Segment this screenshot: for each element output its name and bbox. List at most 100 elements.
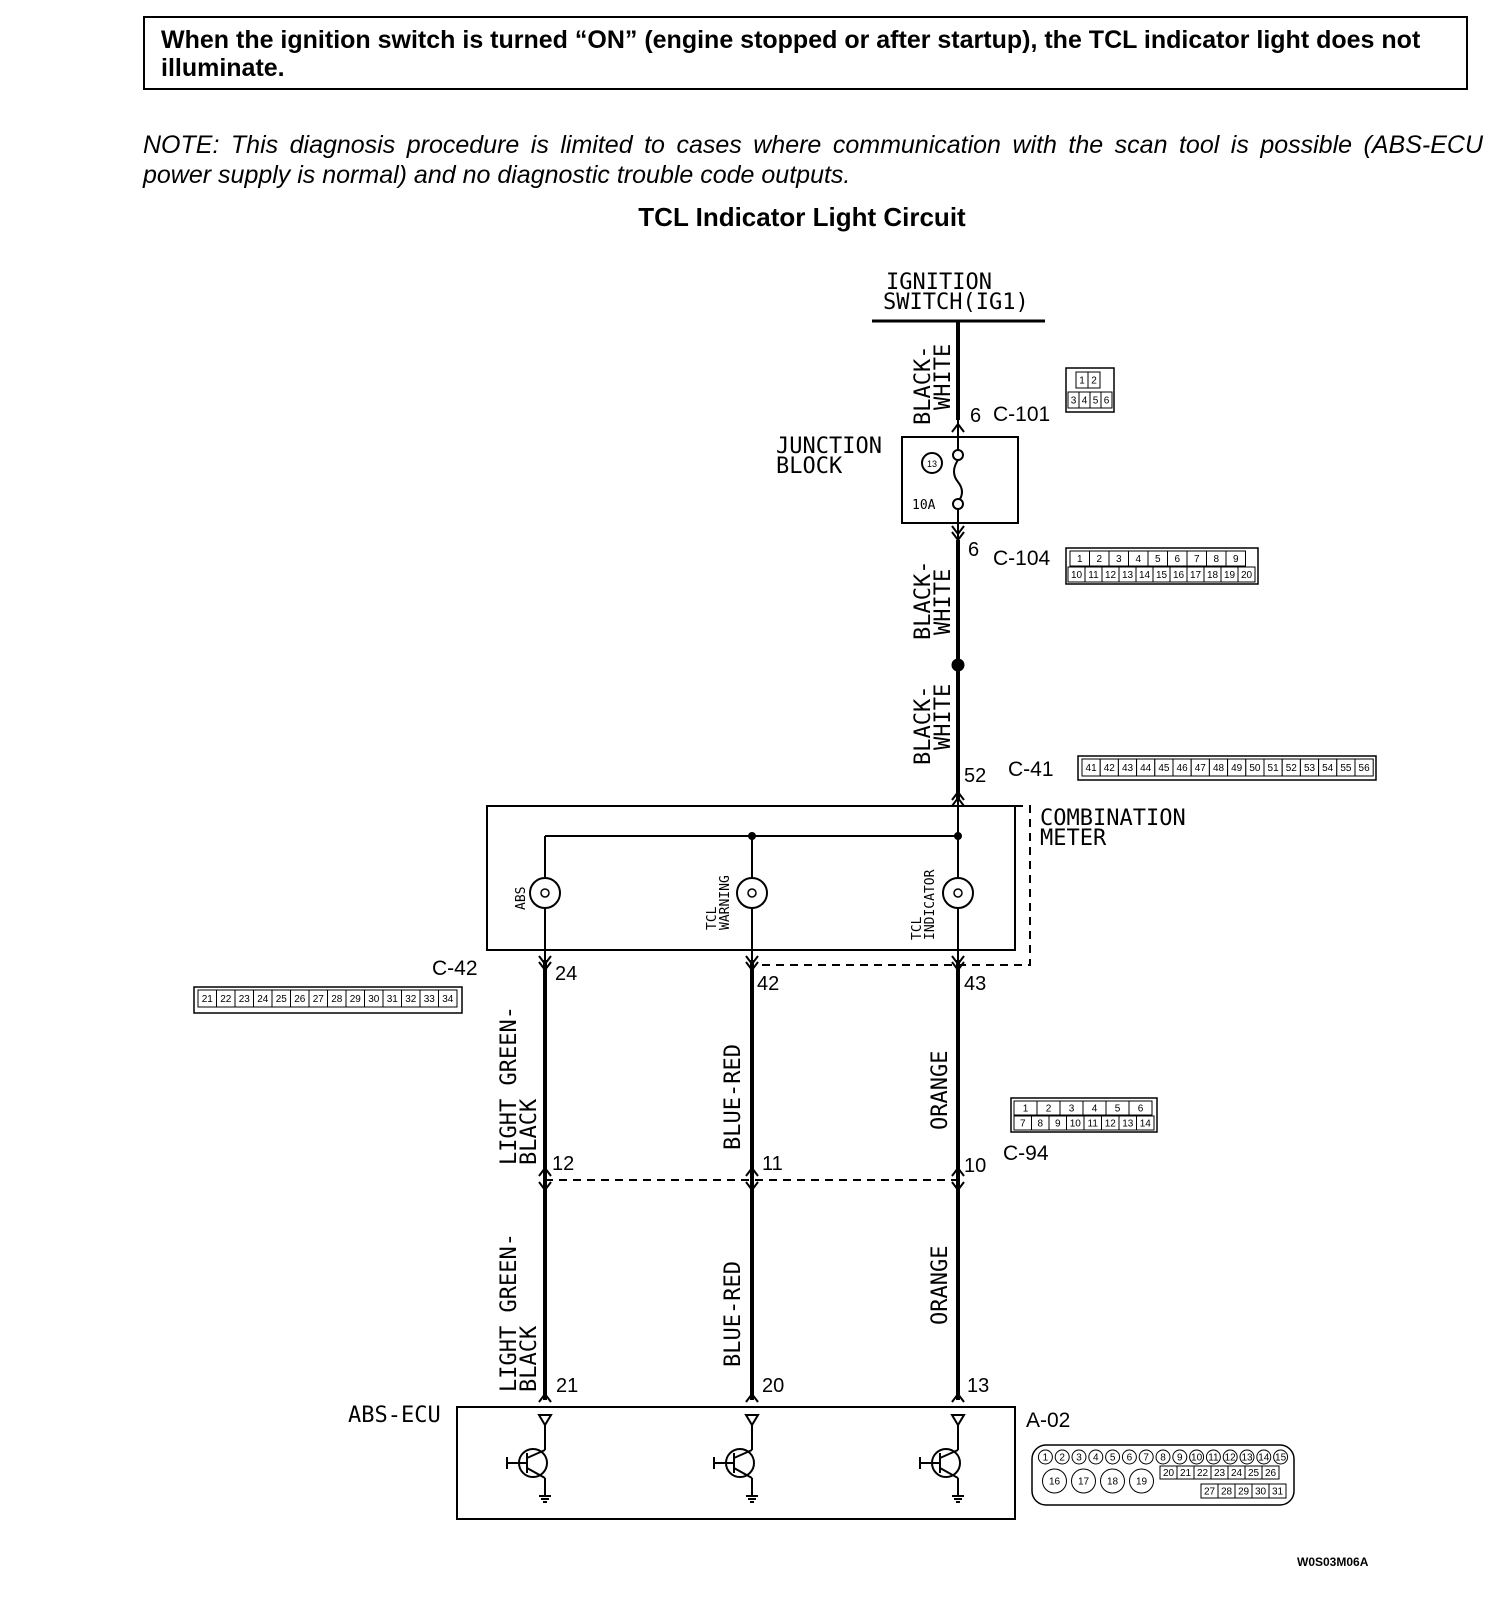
lamp-tcl-indicator-label-1: TCL [910, 916, 925, 940]
svg-text:48: 48 [1213, 763, 1225, 774]
pin-cell-c94_bottom-14: 14 [1136, 1115, 1155, 1131]
pin-cell-a02_top-6: 6 [1121, 1449, 1137, 1465]
pin-cell-a02_top-4: 4 [1088, 1449, 1104, 1465]
svg-text:23: 23 [1214, 1468, 1226, 1479]
ignition-label-2: SWITCH(IG1) [883, 290, 1029, 315]
svg-text:2: 2 [1059, 1453, 1065, 1464]
svg-text:53: 53 [1304, 763, 1316, 774]
pin-cell-c94_bottom-8: 8 [1031, 1115, 1050, 1131]
pin-cell-c41-45: 45 [1154, 758, 1174, 777]
svg-text:4: 4 [1092, 1104, 1098, 1115]
svg-text:11: 11 [1088, 1119, 1099, 1130]
svg-text:17: 17 [1190, 570, 1202, 581]
wire-label-lgb-1b: BLACK [517, 1098, 542, 1165]
pin-cell-c42-34: 34 [438, 989, 458, 1008]
wire-label-lgb-1a: LIGHT GREEN- [497, 1006, 522, 1165]
svg-text:5: 5 [1155, 554, 1161, 565]
pin-cell-c104_bottom-10: 10 [1067, 566, 1086, 583]
connector-c41: C-41 [1008, 758, 1054, 781]
pin-cell-a02_top-7: 7 [1138, 1449, 1154, 1465]
svg-text:21: 21 [202, 994, 214, 1005]
lamp-tcl-warning-label-1: TCL [705, 906, 720, 930]
pin-warn-mid: 11 [762, 1153, 783, 1175]
pin-cell-c41-56: 56 [1354, 758, 1374, 777]
wire-label-lgb-2a: LIGHT GREEN- [497, 1233, 522, 1392]
pin-cell-c42-31: 31 [382, 989, 402, 1008]
pin-c41: 52 [964, 765, 986, 787]
pin-c104: 6 [968, 539, 979, 561]
pin-cell-c101_top-1: 1 [1075, 371, 1089, 389]
svg-text:6: 6 [1138, 1104, 1144, 1115]
pin-cell-c104_bottom-13: 13 [1118, 566, 1137, 583]
svg-text:10: 10 [1070, 1119, 1082, 1130]
svg-text:11: 11 [1208, 1453, 1219, 1464]
svg-text:3: 3 [1069, 1104, 1075, 1115]
pin-abs-ecu: 21 [556, 1375, 578, 1397]
pin-cell-c41-55: 55 [1336, 758, 1356, 777]
pin-cell-c104_bottom-18: 18 [1203, 566, 1222, 583]
svg-text:29: 29 [1238, 1487, 1250, 1498]
pin-cell-c104_bottom-12: 12 [1101, 566, 1120, 583]
svg-text:25: 25 [276, 994, 288, 1005]
pin-cell-a02_mid-26: 26 [1261, 1465, 1280, 1480]
pin-cell-c42-29: 29 [345, 989, 365, 1008]
svg-text:45: 45 [1158, 763, 1170, 774]
pin-cell-c94_bottom-7: 7 [1013, 1115, 1032, 1131]
pin-cell-a02_top-2: 2 [1054, 1449, 1070, 1465]
lamp-abs-label: ABS [514, 887, 529, 910]
connector-c101: C-101 [993, 403, 1050, 426]
svg-text:28: 28 [331, 994, 343, 1005]
pin-cell-c101_bottom-5: 5 [1089, 391, 1102, 409]
fuse-rating: 10A [912, 498, 936, 513]
pin-cell-c104_bottom-20: 20 [1237, 566, 1256, 583]
pin-cell-c104_bottom-17: 17 [1186, 566, 1205, 583]
pin-cell-a02_mid-20: 20 [1159, 1465, 1178, 1480]
caution-box: When the ignition switch is turned “ON” … [143, 16, 1468, 90]
svg-text:51: 51 [1268, 763, 1280, 774]
pin-abs-mid: 12 [552, 1153, 574, 1175]
lamp-tcl-warning-label-2: WARNING [718, 875, 733, 930]
ignition-label-1: IGNITION [886, 270, 992, 295]
svg-text:13: 13 [1122, 1119, 1134, 1130]
pin-cell-a02_bottom-30: 30 [1251, 1483, 1270, 1499]
svg-text:12: 12 [1105, 1119, 1117, 1130]
pin-cell-c41-49: 49 [1227, 758, 1247, 777]
svg-text:30: 30 [368, 994, 380, 1005]
figure-code: W0S03M06A [1297, 1555, 1369, 1569]
svg-text:1: 1 [1077, 554, 1083, 565]
pin-cell-a02_top-9: 9 [1172, 1449, 1188, 1465]
svg-text:50: 50 [1249, 763, 1261, 774]
svg-text:4: 4 [1093, 1453, 1099, 1464]
wire-label-bw-3a: BLACK- [911, 686, 936, 765]
wire-label-bw-2b: WHITE [931, 569, 956, 635]
pin-cell-c42-33: 33 [419, 989, 439, 1008]
pin-cell-a02_round-18: 18 [1100, 1468, 1125, 1494]
svg-text:11: 11 [1088, 570, 1099, 581]
svg-text:5: 5 [1093, 396, 1099, 407]
pin-cell-c101_top-2: 2 [1087, 371, 1101, 389]
svg-text:56: 56 [1359, 763, 1371, 774]
pin-cell-c104_bottom-19: 19 [1220, 566, 1239, 583]
fuse-number: 13 [927, 459, 937, 469]
pin-c101: 6 [970, 405, 981, 427]
connector-c42: C-42 [432, 957, 478, 980]
svg-text:43: 43 [1122, 763, 1134, 774]
pin-cell-c41-53: 53 [1299, 758, 1320, 777]
svg-text:26: 26 [294, 994, 306, 1005]
svg-text:7: 7 [1020, 1119, 1026, 1130]
pin-cell-c42-23: 23 [234, 989, 254, 1008]
pin-cell-a02_bottom-28: 28 [1217, 1483, 1236, 1499]
pin-cell-a02_top-11: 11 [1205, 1449, 1221, 1465]
svg-text:8: 8 [1213, 554, 1219, 565]
pin-cell-c42-28: 28 [327, 989, 347, 1008]
pin-cell-c104_top-1: 1 [1069, 550, 1090, 567]
pin-cell-a02_top-8: 8 [1155, 1449, 1171, 1465]
lamp-tcl-indicator-label-2: INDICATOR [923, 869, 938, 940]
svg-text:47: 47 [1195, 763, 1207, 774]
svg-text:34: 34 [442, 994, 454, 1005]
